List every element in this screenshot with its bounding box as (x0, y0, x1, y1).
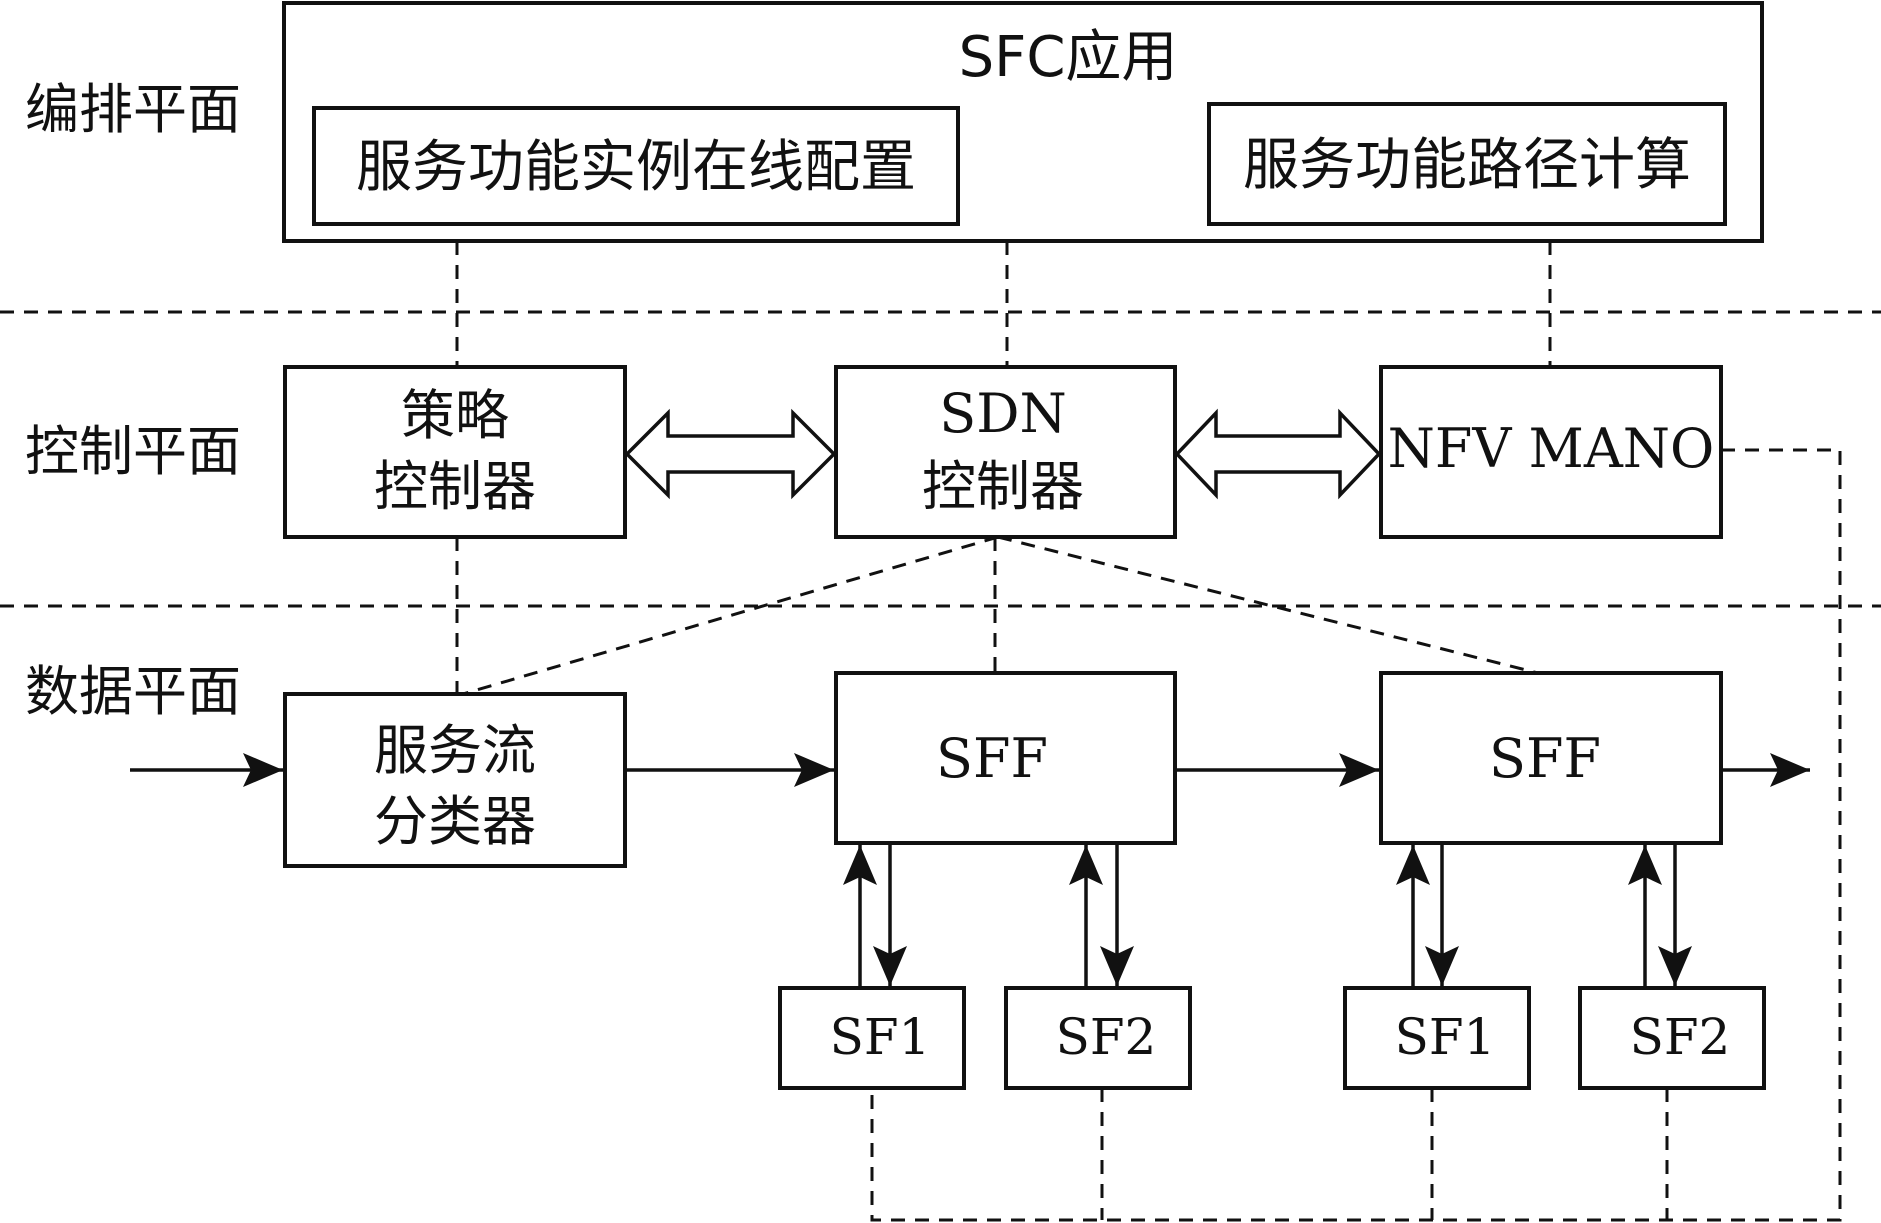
sdn-controller-line1: SDN (939, 382, 1067, 445)
classifier-box (283, 692, 627, 868)
path-compute-box (1207, 102, 1727, 226)
sf2-b-label: SF2 (1630, 1008, 1731, 1066)
orchestration-plane-label: 编排平面 (25, 78, 241, 141)
link-nfv-bus (870, 448, 1842, 1222)
sff1-label: SFF (936, 727, 1048, 790)
online-config-label: 服务功能实例在线配置 (356, 135, 916, 200)
path-compute-label: 服务功能路径计算 (1243, 133, 1691, 198)
sfc-app-title: SFC应用 (959, 25, 1178, 90)
sff1-box (834, 671, 1177, 845)
classifier-line1: 服务流 (374, 719, 536, 782)
sdn-controller-box (834, 365, 1177, 539)
link-sdn-sff2 (997, 535, 1539, 675)
sff2-label: SFF (1489, 727, 1601, 790)
sdn-controller-line2: 控制器 (922, 455, 1084, 518)
link-sdn-classifier (462, 535, 999, 696)
sdn-nfv-double-arrow (1174, 408, 1382, 500)
sf2-b-box (1578, 986, 1766, 1090)
sf1-a-label: SF1 (830, 1008, 931, 1066)
policy-controller-box (283, 365, 627, 539)
classifier-line2: 分类器 (374, 790, 536, 853)
policy-controller-line1: 策略 (401, 384, 509, 447)
data-plane-label: 数据平面 (25, 660, 241, 723)
online-config-box (312, 106, 960, 226)
sf1-a-box (778, 986, 966, 1090)
nfv-mano-box (1379, 365, 1723, 539)
control-plane-label: 控制平面 (25, 420, 241, 483)
sf2-a-label: SF2 (1056, 1008, 1157, 1066)
sf1-b-box (1343, 986, 1531, 1090)
nfv-mano-label: NFV MANO (1388, 417, 1715, 480)
sf2-a-box (1004, 986, 1192, 1090)
policy-sdn-double-arrow (624, 408, 837, 500)
sff2-box (1379, 671, 1723, 845)
sf1-b-label: SF1 (1395, 1008, 1496, 1066)
policy-controller-line2: 控制器 (374, 455, 536, 518)
